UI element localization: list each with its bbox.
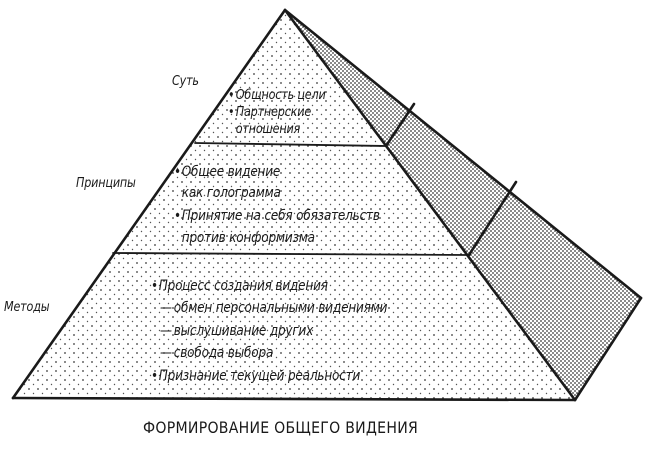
essence-item-1: •Общность цели (228, 88, 326, 104)
principles-item-1-text: Общее видение (181, 164, 281, 180)
essence-item-2-cont: отношения (228, 122, 301, 138)
level-label-essence: Суть (172, 74, 199, 89)
methods-subitem-2-text: выслушивание других (173, 323, 314, 339)
bullet-dot: • (174, 208, 181, 224)
side-divider-2 (467, 180, 518, 257)
bullet-dot: • (151, 278, 158, 294)
side-divider-1 (384, 102, 416, 148)
bullet-dash: — (160, 300, 172, 316)
methods-subitem-1-text: обмен персональными видениями (173, 300, 388, 316)
level-label-methods: Методы (4, 300, 50, 315)
side-right-edge (573, 296, 643, 402)
methods-subitem-2: —выслушивание других (160, 322, 313, 340)
principles-item-2: •Принятие на себя обязательств (174, 207, 380, 225)
front-left-edge (11, 8, 287, 400)
essence-item-2-cont-text: отношения (235, 122, 301, 137)
front-right-edge (283, 8, 577, 402)
bullet-dash: — (160, 345, 172, 361)
diagram-caption: ФОРМИРОВАНИЕ ОБЩЕГО ВИДЕНИЯ (143, 418, 419, 437)
essence-item-2: •Партнерские (228, 105, 311, 121)
bullet-dot: • (228, 105, 235, 120)
bullet-dash: — (160, 323, 172, 339)
methods-item-2-text: Признание текущей реальности (158, 368, 361, 384)
essence-item-1-text: Общность цели (235, 88, 326, 103)
bullet-dot: • (174, 164, 181, 180)
principles-item-1: •Общее видение (174, 163, 280, 181)
bullet-dot: • (228, 88, 235, 103)
principles-item-1-cont-text: как голограмма (181, 185, 281, 201)
methods-item-1: •Процесс создания видения (151, 277, 328, 295)
side-top-edge (283, 8, 643, 300)
methods-subitem-1: —обмен персональными видениями (160, 299, 387, 317)
base-edge (11, 396, 577, 402)
pyramid-front-face (13, 10, 575, 400)
methods-item-2: •Признание текущей реальности (151, 367, 360, 385)
methods-item-1-text: Процесс создания видения (158, 278, 328, 294)
essence-item-2-text: Партнерские (235, 105, 312, 120)
principles-item-2-cont-text: против конформизма (181, 230, 315, 246)
tier-divider-1 (194, 142, 387, 147)
bullet-dot: • (151, 368, 158, 384)
level-label-principles: Принципы (76, 176, 136, 191)
principles-item-2-text: Принятие на себя обязательств (181, 208, 380, 224)
principles-item-1-cont: как голограмма (174, 184, 281, 202)
pyramid-side-face (285, 10, 641, 400)
principles-item-2-cont: против конформизма (174, 229, 315, 247)
methods-subitem-3: —свобода выбора (160, 344, 273, 362)
methods-subitem-3-text: свобода выбора (173, 345, 274, 361)
tier-divider-2 (112, 252, 470, 256)
